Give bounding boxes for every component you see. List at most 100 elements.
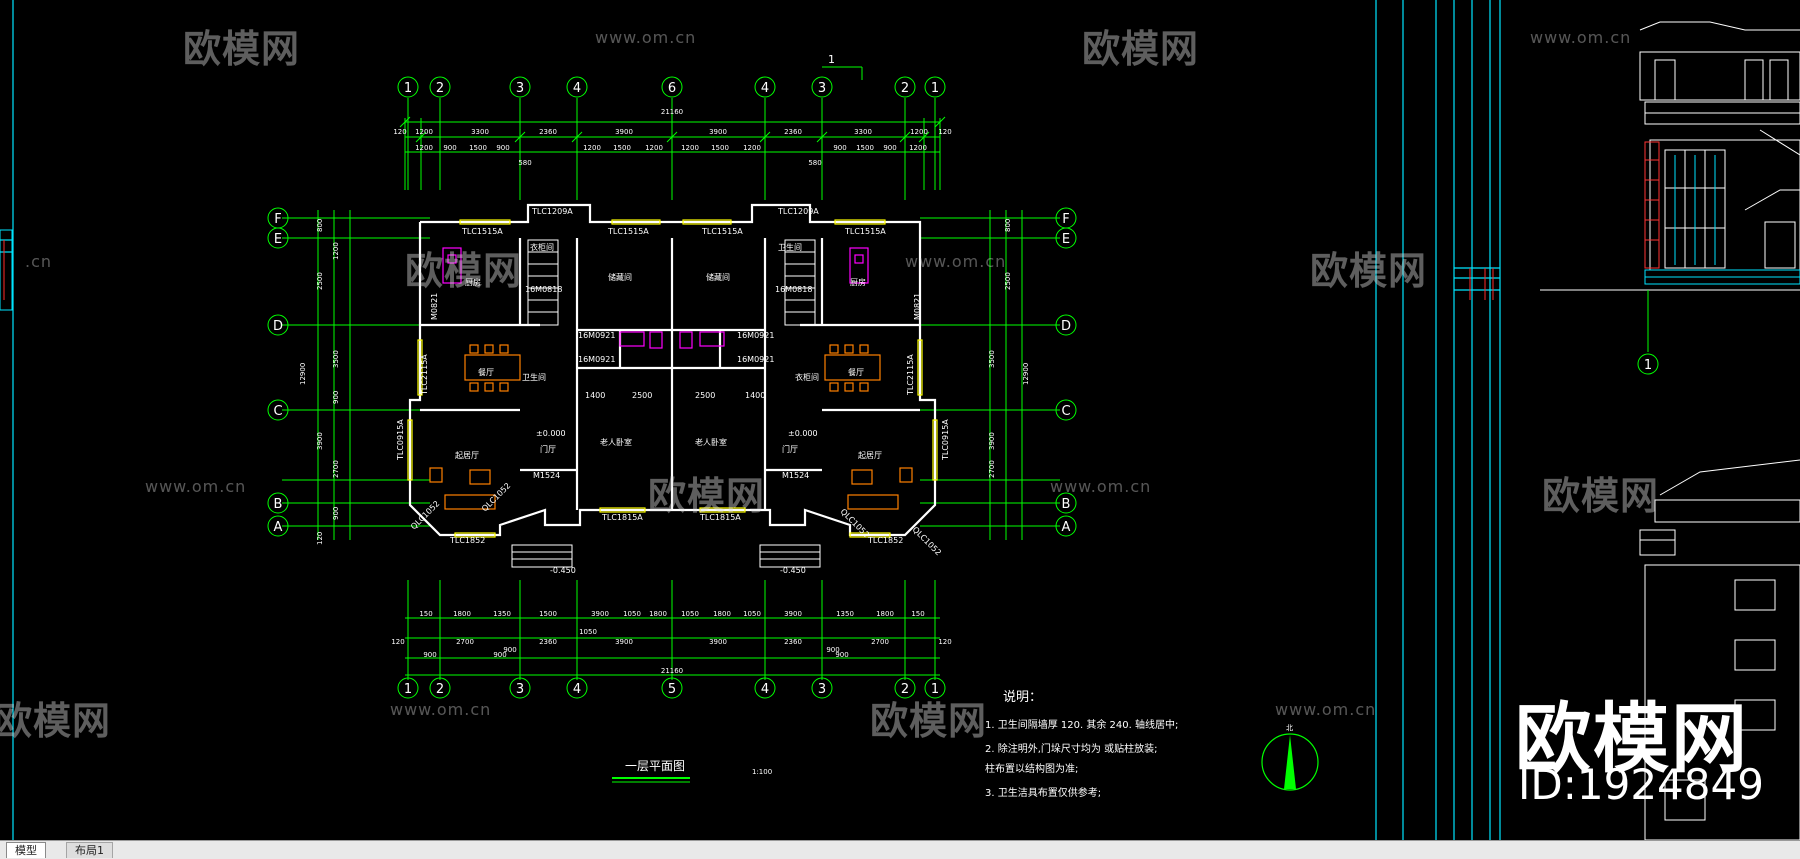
svg-text:120: 120 [938, 638, 951, 646]
watermark-url: www.om.cn [1530, 28, 1632, 47]
svg-text:21160: 21160 [661, 667, 683, 675]
svg-text:120: 120 [938, 128, 951, 136]
svg-text:2: 2 [436, 81, 444, 96]
svg-text:老人卧室: 老人卧室 [600, 437, 632, 447]
svg-text:1350: 1350 [836, 610, 854, 618]
svg-text:2: 2 [901, 81, 909, 96]
watermark-brand: 欧模网 [1310, 249, 1428, 293]
svg-text:餐厅: 餐厅 [478, 368, 494, 377]
svg-text:21160: 21160 [661, 108, 683, 116]
elevation-axis-marker: 1 [1637, 290, 1659, 375]
svg-text:1350: 1350 [493, 610, 511, 618]
axis-bubble-right-C: C [1055, 399, 1077, 421]
svg-text:F: F [1062, 212, 1069, 227]
svg-text:±0.000: ±0.000 [788, 429, 818, 438]
north-arrow-icon: 北 [1261, 724, 1319, 791]
building-walls [408, 203, 937, 537]
svg-text:3900: 3900 [316, 432, 324, 450]
svg-text:2700: 2700 [456, 638, 474, 646]
svg-text:TLC1815A: TLC1815A [601, 513, 643, 522]
svg-text:16M0818: 16M0818 [775, 285, 812, 294]
elevation-drawing-lower [1639, 459, 1800, 840]
svg-text:TLC2115A: TLC2115A [420, 354, 429, 396]
svg-text:3900: 3900 [784, 610, 802, 618]
svg-text:1: 1 [931, 682, 939, 697]
axis-bubble-bottom-3: 3 [509, 677, 531, 699]
svg-text:4: 4 [761, 81, 769, 96]
svg-text:4: 4 [573, 81, 581, 96]
watermark-url: www.om.cn [595, 28, 697, 47]
cad-drawing-canvas[interactable]: 1 2 3 4 6 4 3 2 1 1 21160 120 1200 3300 … [0, 0, 1800, 840]
svg-text:1: 1 [404, 81, 412, 96]
watermark-url: www.om.cn [390, 700, 492, 719]
svg-text:QLC1052: QLC1052 [409, 499, 441, 531]
axis-bubble-bottom-5: 5 [661, 677, 683, 699]
svg-text:起居厅: 起居厅 [858, 451, 882, 460]
svg-text:4: 4 [573, 682, 581, 697]
axis-bubble-bottom-7: 3 [811, 677, 833, 699]
svg-text:3900: 3900 [615, 638, 633, 646]
svg-text:储藏间: 储藏间 [608, 272, 632, 282]
svg-text:120: 120 [316, 532, 324, 545]
svg-text:3300: 3300 [854, 128, 872, 136]
svg-text:1. 卫生间隔墙厚 120. 其余 240.: 1. 卫生间隔墙厚 120. 其余 240. 轴线居中; [985, 718, 1178, 731]
svg-text:储藏间: 储藏间 [706, 272, 730, 282]
svg-text:QLC1052: QLC1052 [480, 481, 512, 513]
svg-text:900: 900 [503, 646, 516, 654]
svg-text:2360: 2360 [539, 128, 557, 136]
axis-bubble-bottom-1: 1 [397, 677, 419, 699]
tab-layout1[interactable]: 布局1 [66, 842, 113, 858]
svg-text:2700: 2700 [871, 638, 889, 646]
svg-text:3500: 3500 [332, 350, 340, 368]
fixtures [442, 247, 869, 349]
svg-text:2500: 2500 [632, 391, 652, 400]
section-mark: 1 [822, 53, 863, 80]
svg-text:12900: 12900 [1022, 363, 1030, 385]
svg-text:900: 900 [833, 144, 846, 152]
svg-text:1200: 1200 [415, 144, 433, 152]
watermark-url: .cn [25, 252, 53, 271]
svg-text:2700: 2700 [332, 460, 340, 478]
svg-text:3: 3 [818, 81, 826, 96]
axis-bubble-right-A: A [1055, 515, 1077, 537]
dimension-text-top: 21160 120 1200 3300 2360 3900 3900 2360 … [393, 108, 951, 167]
svg-text:1500: 1500 [469, 144, 487, 152]
svg-text:TLC1515A: TLC1515A [461, 227, 503, 236]
svg-text:1050: 1050 [681, 610, 699, 618]
svg-text:1050: 1050 [743, 610, 761, 618]
watermark-url: www.om.cn [1050, 477, 1152, 496]
svg-text:900: 900 [332, 391, 340, 404]
axis-bubble-top-3: 3 [509, 76, 531, 98]
svg-text:一层平面图: 一层平面图 [625, 759, 685, 773]
dimension-lines-bottom [405, 580, 940, 680]
furniture [429, 344, 913, 510]
svg-text:1:100: 1:100 [752, 768, 772, 776]
svg-text:TLC1515A: TLC1515A [844, 227, 886, 236]
svg-text:1400: 1400 [745, 391, 765, 400]
svg-text:F: F [274, 212, 281, 227]
axis-top-group [407, 98, 936, 190]
svg-text:900: 900 [883, 144, 896, 152]
layout-tab-bar: 模型 布局1 [0, 840, 1800, 859]
dimension-lines-right [920, 210, 1060, 540]
svg-text:3900: 3900 [988, 432, 996, 450]
svg-text:3. 卫生洁具布置仅供参考;: 3. 卫生洁具布置仅供参考; [985, 786, 1101, 799]
watermark-brand: 欧模网 [648, 474, 766, 518]
svg-text:16M0921: 16M0921 [578, 355, 615, 364]
svg-text:门厅: 门厅 [540, 444, 556, 454]
svg-text:1400: 1400 [585, 391, 605, 400]
svg-text:150: 150 [419, 610, 432, 618]
svg-text:C: C [273, 404, 282, 419]
svg-text:TLC1515A: TLC1515A [701, 227, 743, 236]
svg-text:580: 580 [808, 159, 821, 167]
svg-text:580: 580 [518, 159, 531, 167]
watermark-url: www.om.cn [905, 252, 1007, 271]
tab-model[interactable]: 模型 [6, 842, 46, 858]
axis-bubble-right-B: B [1055, 492, 1077, 514]
svg-text:A: A [274, 520, 283, 535]
axis-bubble-bottom-4: 4 [566, 677, 588, 699]
svg-text:16M0921: 16M0921 [578, 331, 615, 340]
svg-text:900: 900 [496, 144, 509, 152]
svg-text:900: 900 [826, 646, 839, 654]
frame-marker [3, 240, 1494, 300]
